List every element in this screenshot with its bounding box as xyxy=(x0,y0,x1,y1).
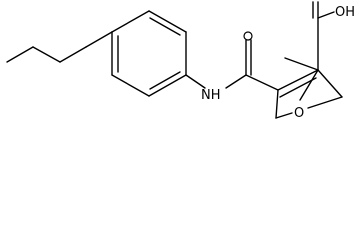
bond xyxy=(32,46,61,63)
bond xyxy=(284,57,319,71)
bond xyxy=(225,74,247,89)
double-bond-inner xyxy=(149,71,181,90)
bond xyxy=(185,74,206,89)
chemical-structure-diagram: NH OH O xyxy=(6,1,355,121)
carboxylic-acid xyxy=(312,1,335,19)
oxabicyclo-core xyxy=(275,17,343,119)
bond xyxy=(317,11,335,19)
bond xyxy=(59,46,87,63)
bond xyxy=(307,96,343,109)
bridge-oxygen-label: O xyxy=(294,106,304,121)
bond xyxy=(245,74,279,91)
bond xyxy=(111,74,150,97)
bond xyxy=(299,69,319,101)
amide-oxygen-atom xyxy=(243,31,253,41)
bond xyxy=(148,74,187,97)
bond xyxy=(277,69,319,91)
butyl-chain xyxy=(6,31,113,63)
bond xyxy=(148,10,187,33)
bond xyxy=(275,112,293,119)
bond xyxy=(275,89,279,119)
double-bond-inner xyxy=(149,17,181,36)
bond xyxy=(111,10,150,33)
benzene-ring xyxy=(111,10,187,97)
double-bond-inner xyxy=(279,77,317,98)
nh-label: NH xyxy=(201,88,221,103)
oh-label: OH xyxy=(335,5,355,20)
amide-linkage xyxy=(185,31,279,91)
bond xyxy=(85,31,113,48)
bond xyxy=(317,69,343,98)
bond xyxy=(6,46,34,63)
